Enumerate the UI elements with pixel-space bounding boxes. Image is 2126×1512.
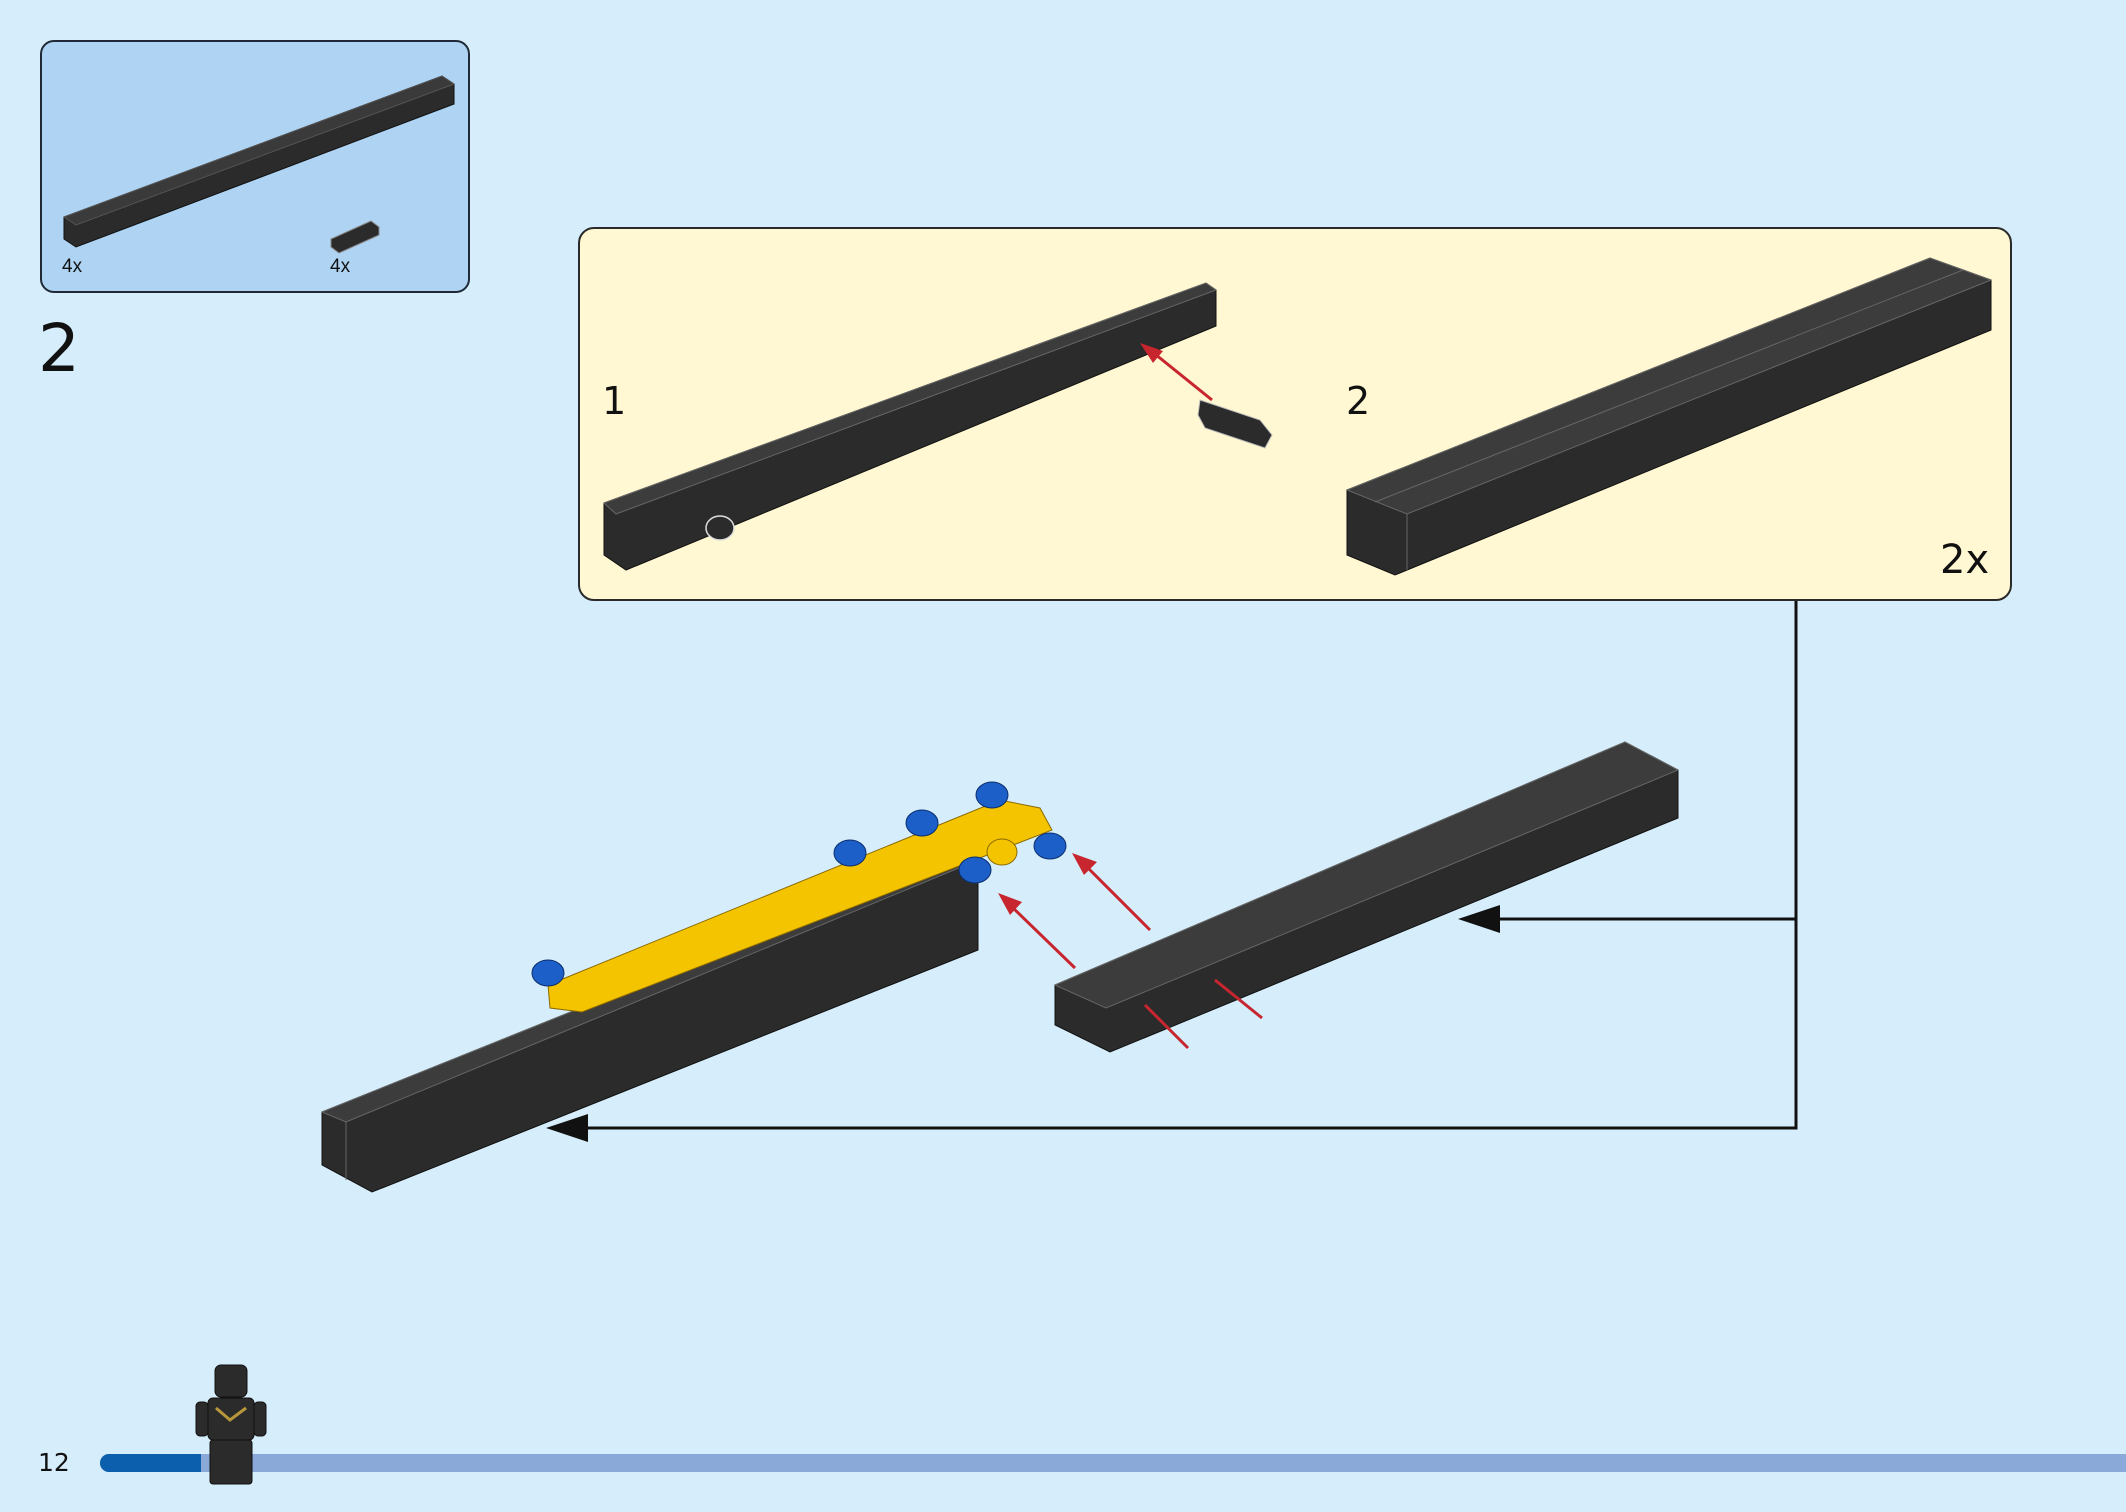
arrow-head-lower — [546, 1114, 588, 1142]
progress-fill — [100, 1454, 201, 1472]
assembly-right-beams — [1053, 741, 1680, 1053]
parts-list-box: 4x 4x — [40, 40, 470, 293]
sub-step-1-pin-inserted — [705, 515, 735, 541]
sub-assembly-multiplier: 2x — [1940, 537, 1990, 583]
pin-part-image — [330, 220, 380, 254]
assembly-left-beams — [320, 852, 980, 1193]
assembly-red-arrows — [998, 853, 1263, 1050]
sub-step-1-beam — [603, 282, 1218, 571]
sub-step-number-2: 2 — [1346, 379, 1371, 423]
minifigure-icon — [195, 1364, 267, 1485]
callout-connector — [546, 601, 1798, 1142]
page-number: 12 — [38, 1448, 70, 1477]
sub-step-2-beams — [1345, 257, 1993, 576]
beam-part — [62, 75, 456, 248]
sub-step-1-pin-loose — [1197, 399, 1273, 449]
sub-step-number-1: 1 — [602, 379, 627, 423]
beam-quantity: 4x — [62, 256, 83, 277]
insert-arrow — [1149, 348, 1213, 402]
progress-track — [100, 1454, 2126, 1472]
pin-quantity: 4x — [330, 256, 351, 277]
arrow-head-upper — [1458, 905, 1500, 933]
step-number: 2 — [38, 310, 80, 387]
sub-step-2-image — [1345, 257, 1993, 576]
beam-part-image — [62, 75, 456, 248]
yellow-lift-arm — [547, 799, 1053, 1013]
insert-arrow-head — [1140, 343, 1163, 363]
blue-pins — [531, 781, 1067, 987]
sub-step-1-image — [603, 282, 1273, 571]
